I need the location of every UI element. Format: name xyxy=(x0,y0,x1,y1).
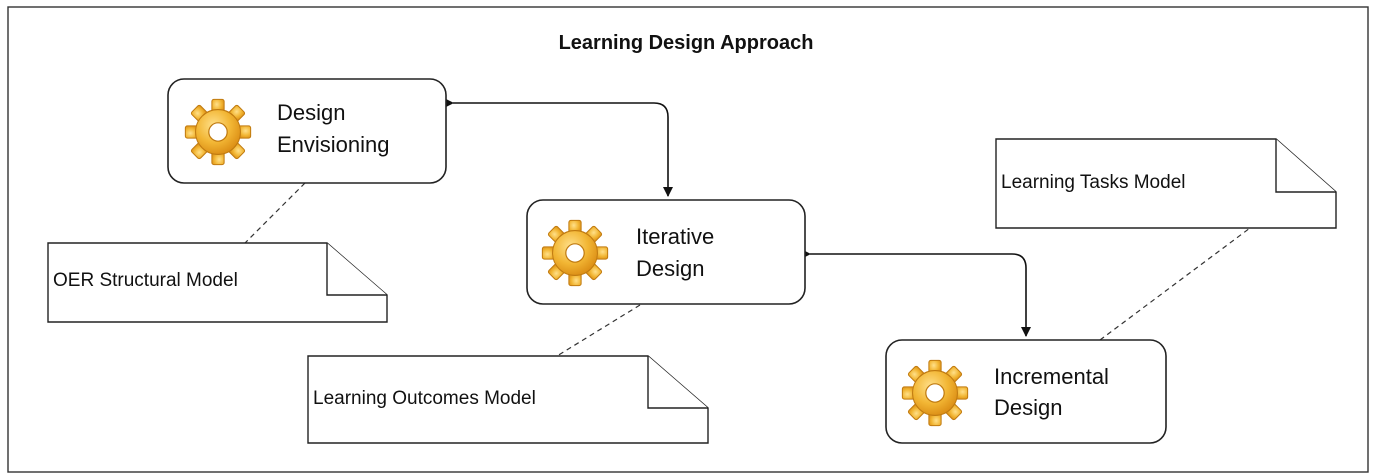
process-iterative-design: Iterative Design xyxy=(526,199,806,305)
gear-icon xyxy=(901,359,969,427)
gear-icon xyxy=(541,219,609,287)
process-label-line2: Design xyxy=(994,395,1062,420)
arrow-envisioning-iterative xyxy=(444,98,673,197)
note-shape xyxy=(995,138,1337,229)
connector-envisioning-oer xyxy=(244,182,306,244)
process-label-line2: Design xyxy=(636,256,704,281)
note-learning-outcomes-model: Learning Outcomes Model xyxy=(307,355,709,444)
note-label: Learning Outcomes Model xyxy=(313,388,536,409)
process-incremental-design: Incremental Design xyxy=(885,339,1167,444)
diagram-title: Learning Design Approach xyxy=(559,32,814,54)
note-fold xyxy=(647,356,708,409)
diagram-frame xyxy=(7,6,1369,473)
process-label-line2: Envisioning xyxy=(277,132,390,157)
note-shape xyxy=(47,242,388,323)
connector-incremental-tasks xyxy=(1099,227,1251,341)
note-label: Learning Tasks Model xyxy=(1001,172,1185,193)
note-oer-structural-model: OER Structural Model xyxy=(47,242,388,323)
note-label: OER Structural Model xyxy=(53,270,238,291)
note-fold xyxy=(1275,139,1336,193)
process-label-line1: Iterative xyxy=(636,224,714,249)
process-label-line1: Design xyxy=(277,100,345,125)
note-shape xyxy=(307,355,709,444)
connector-iterative-outcomes xyxy=(556,304,641,357)
gear-icon xyxy=(184,98,252,166)
process-label-line1: Incremental xyxy=(994,364,1109,389)
arrow-iterative-incremental xyxy=(801,249,1031,337)
note-learning-tasks-model: Learning Tasks Model xyxy=(995,138,1337,229)
process-design-envisioning: Design Envisioning xyxy=(167,78,447,184)
note-fold xyxy=(326,243,387,296)
